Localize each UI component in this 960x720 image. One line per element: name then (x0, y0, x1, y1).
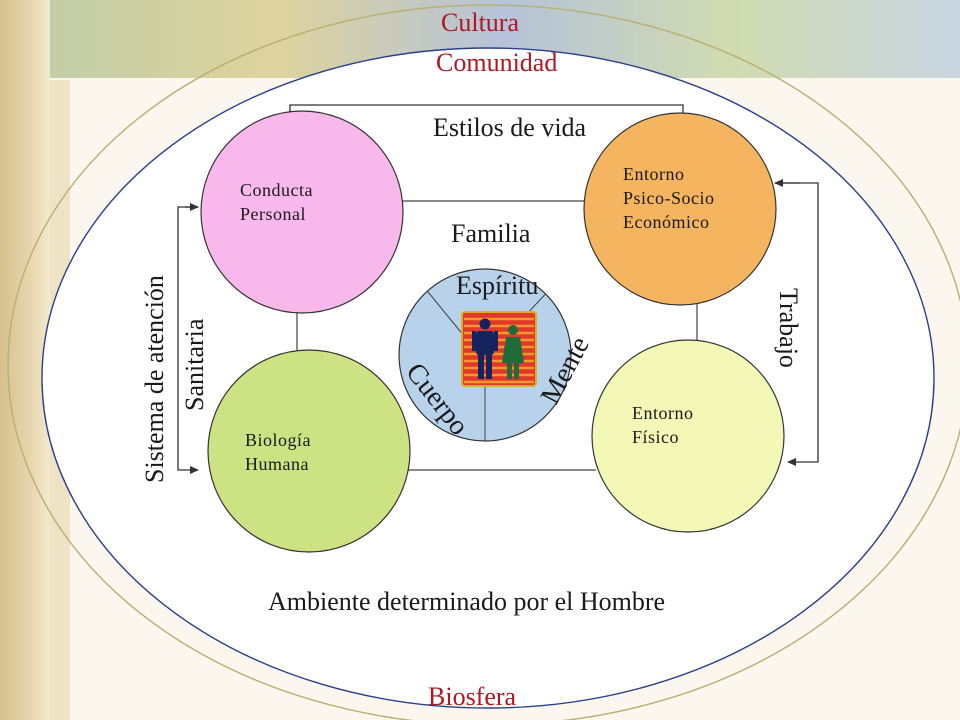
entorno-psico-line2: Psico-Socio (623, 188, 715, 208)
trabajo-label: Trabajo (774, 288, 803, 368)
cultura-label: Cultura (441, 8, 519, 37)
entorno-fisico-circle (591, 339, 785, 533)
entorno-psico-line3: Económico (623, 212, 710, 232)
biologia-line1: Biología (245, 430, 311, 450)
conducta-line1: Conducta (240, 180, 313, 200)
biologia-humana-label: Biología Humana (245, 428, 311, 476)
estilos-de-vida-label: Estilos de vida (433, 113, 587, 142)
comunidad-label: Comunidad (436, 48, 558, 77)
entorno-psico-line1: Entorno (623, 164, 685, 184)
conducta-line2: Personal (240, 204, 306, 224)
entorno-psico-circle (583, 112, 777, 306)
entorno-fisico-line2: Físico (632, 427, 680, 447)
conducta-personal-circle (200, 110, 404, 314)
espiritu-label: Espíritu (456, 271, 539, 300)
biosfera-label: Biosfera (428, 682, 517, 711)
ambiente-label: Ambiente determinado por el Hombre (268, 587, 666, 616)
familia-label: Familia (451, 219, 531, 248)
biosfera-outer-ring (7, 4, 960, 720)
entorno-psico-label: Entorno Psico-Socio Económico (623, 162, 715, 234)
entorno-fisico-label: Entorno Físico (632, 401, 694, 449)
conducta-personal-label: Conducta Personal (240, 178, 313, 226)
biologia-line2: Humana (245, 454, 309, 474)
biologia-humana-circle (207, 349, 411, 553)
sistema-label-line1: Sistema de atención (140, 275, 169, 483)
family-icon (461, 311, 537, 387)
sistema-label-line2: Sanitaria (180, 318, 209, 411)
entorno-fisico-line1: Entorno (632, 403, 694, 423)
